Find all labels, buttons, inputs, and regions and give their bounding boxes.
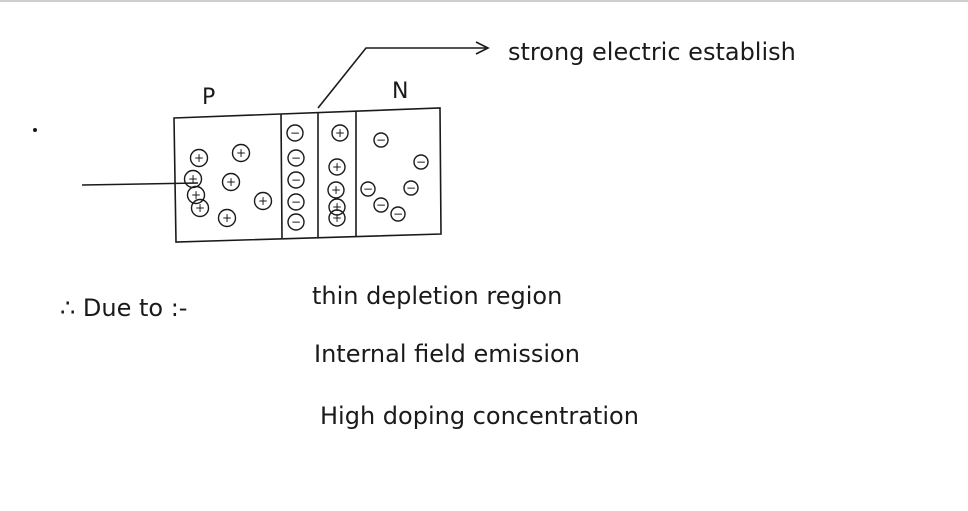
negative-charge: −	[286, 124, 304, 142]
svg-text:+: +	[331, 183, 341, 197]
therefore-prefix: ∴ Due to :-	[60, 294, 187, 322]
pointer-arrow	[81, 182, 199, 186]
depletion-negative-charges: − − − − −	[286, 124, 305, 231]
negative-charge: −	[287, 171, 305, 189]
positive-charge: +	[221, 172, 241, 192]
n-region-charges: −−−−−−	[360, 132, 429, 222]
svg-text:−: −	[376, 133, 386, 147]
positive-charge: +	[189, 148, 209, 168]
positive-charge: +	[190, 198, 210, 218]
svg-text:−: −	[363, 182, 373, 196]
negative-charge: −	[360, 181, 376, 197]
svg-text:−: −	[291, 195, 301, 209]
svg-text:+: +	[226, 175, 236, 189]
svg-text:+: +	[195, 201, 205, 215]
p-label: P	[202, 85, 215, 110]
svg-text:+: +	[222, 211, 232, 225]
negative-charge: −	[287, 193, 305, 211]
negative-charge: −	[287, 213, 305, 231]
svg-text:+: +	[258, 194, 268, 208]
positive-charge: +	[331, 124, 349, 142]
positive-charge: +	[231, 143, 251, 163]
negative-charge: −	[390, 206, 406, 222]
negative-charge: −	[373, 197, 389, 213]
negative-charge: −	[403, 180, 419, 196]
svg-text:−: −	[393, 207, 403, 221]
negative-charge: −	[287, 149, 305, 167]
svg-text:−: −	[376, 198, 386, 212]
positive-charge: +	[217, 208, 237, 228]
svg-text:+: +	[236, 146, 246, 160]
svg-text:−: −	[290, 126, 300, 140]
svg-text:−: −	[291, 151, 301, 165]
note-line-1: thin depletion region	[312, 282, 562, 310]
note-line-3: High doping concentration	[320, 402, 639, 430]
stray-dot	[33, 128, 37, 132]
positive-charge: +	[328, 209, 346, 227]
svg-text:+: +	[191, 188, 201, 202]
positive-charge: +	[253, 191, 273, 211]
negative-charge: −	[373, 132, 389, 148]
svg-text:+: +	[335, 126, 345, 140]
positive-charge: +	[328, 158, 346, 176]
svg-text:+: +	[332, 160, 342, 174]
positive-charge: +	[183, 169, 203, 189]
svg-text:−: −	[406, 181, 416, 195]
n-label: N	[392, 79, 408, 104]
junction-body	[173, 107, 442, 243]
svg-text:+: +	[194, 151, 204, 165]
depletion-positive-charges: +++++	[327, 124, 349, 227]
svg-text:−: −	[291, 173, 301, 187]
negative-charge: −	[413, 154, 429, 170]
p-region-charges: ++++++++	[183, 143, 273, 228]
svg-text:+: +	[332, 211, 342, 225]
note-line-2: Internal field emission	[314, 340, 580, 368]
annotation-text: strong electric establish	[508, 38, 796, 66]
positive-charge: +	[327, 181, 345, 199]
svg-text:−: −	[291, 215, 301, 229]
svg-text:+: +	[332, 200, 342, 214]
annotation-arrow	[317, 41, 490, 109]
positive-charge: +	[328, 198, 346, 216]
svg-text:−: −	[416, 155, 426, 169]
svg-text:+: +	[188, 172, 198, 186]
